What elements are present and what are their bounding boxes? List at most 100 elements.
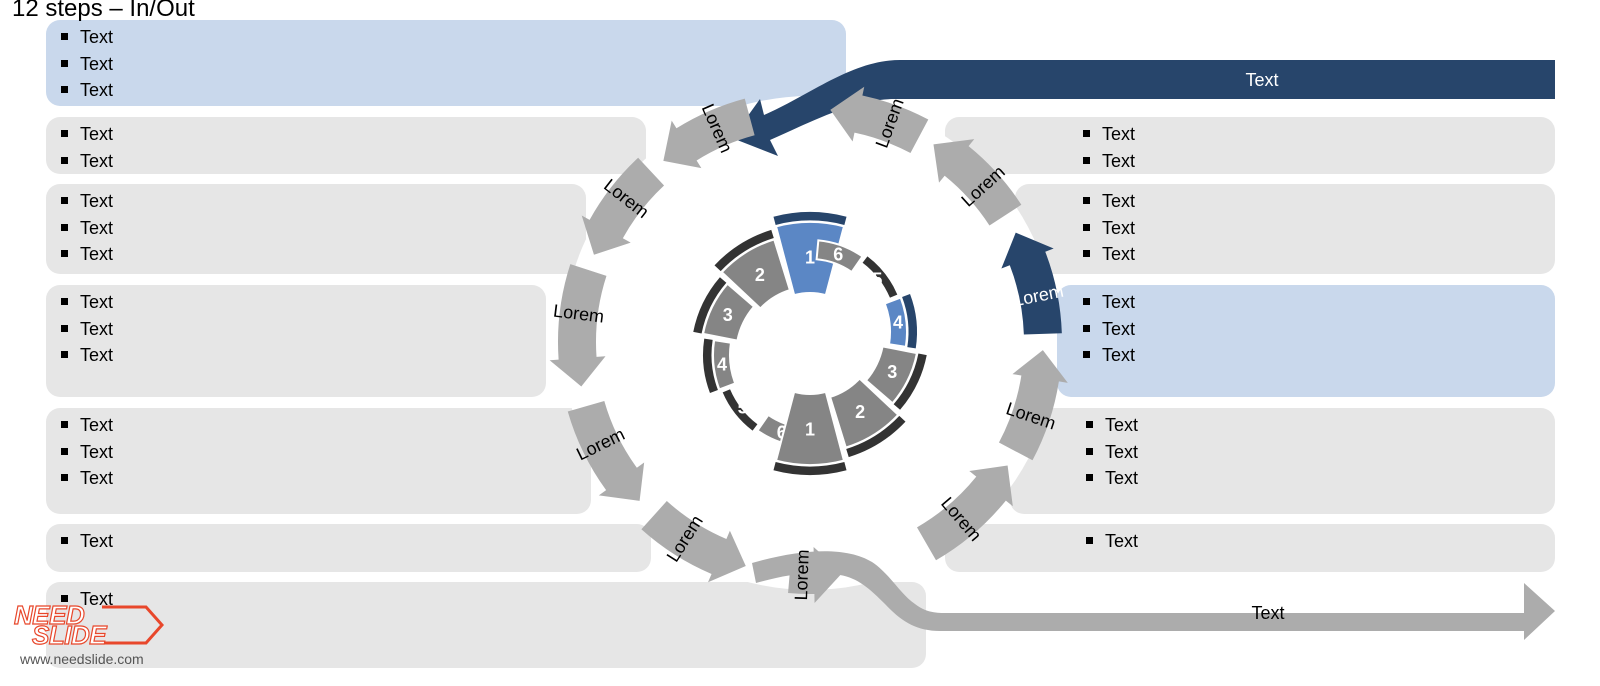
left-wheel: 1 2 3 4 5 6 — [693, 212, 847, 448]
wheel-segment-label: 4 — [893, 313, 903, 333]
bullet-list: Text Text Text — [58, 188, 113, 268]
bullet-list: Text Text — [1080, 121, 1135, 174]
wheel-segment-label: 1 — [805, 248, 815, 268]
bullet-item: Text — [58, 412, 113, 439]
ring-arrow-shape — [788, 546, 843, 603]
bullet-item: Text — [58, 215, 113, 242]
bullet-item: Text — [1080, 316, 1135, 343]
bullet-item: Text — [58, 289, 113, 316]
page-number: 97 — [1562, 658, 1574, 669]
wheel-arc — [862, 256, 898, 298]
bullet-list: Text — [58, 586, 113, 613]
wheel-segment-3 — [864, 345, 919, 405]
bullet-item: Text — [1080, 342, 1135, 369]
wheel-segment-4 — [883, 296, 908, 348]
wheel-arc — [722, 389, 758, 431]
logo-need: NEED — [13, 600, 85, 630]
ring-arrow-8: Lorem — [998, 350, 1068, 461]
wheel-segment-5 — [729, 387, 761, 425]
website-url: www.needslide.com — [20, 651, 144, 667]
wheel-segment-label: 5 — [738, 398, 748, 418]
wheel-arc — [773, 462, 847, 475]
wheel-arc — [693, 277, 727, 334]
bullet-item: Text — [1083, 439, 1138, 466]
wheel-segment-label: 2 — [855, 402, 865, 422]
ring-arrow-shape — [998, 350, 1068, 461]
wheel-arc — [893, 353, 927, 410]
ring-arrow-shape — [830, 86, 929, 154]
bullet-list: Text Text — [58, 121, 113, 174]
wheel-segment-label: 2 — [755, 265, 765, 285]
bullet-item: Text — [58, 51, 113, 78]
wheel-segment-label: 5 — [872, 269, 882, 289]
bullet-item: Text — [1080, 148, 1135, 175]
wheel-arc — [902, 294, 917, 349]
bullet-item: Text — [1083, 412, 1138, 439]
ring-arrow-1: Lorem — [663, 98, 755, 169]
ring-arrow-shape — [933, 139, 1022, 226]
bullet-item: Text — [58, 188, 113, 215]
wheel-segment-5 — [859, 262, 891, 300]
bullet-item: Text — [1083, 528, 1138, 555]
ring-arrow-11: Lorem — [830, 86, 929, 154]
bullet-item: Text — [1080, 121, 1135, 148]
wheel-segment-1 — [774, 390, 846, 466]
left-panel-1: Text Text Text — [46, 20, 846, 106]
ring-arrow-5: Lorem — [641, 501, 746, 583]
wheel-arc — [773, 212, 847, 225]
ring-arrow-shape — [641, 501, 746, 583]
ring-arrow-10: Lorem — [933, 139, 1022, 226]
ring-arrow-label: Lorem — [791, 549, 813, 601]
input-arrow — [732, 60, 1555, 156]
wheel-segment-label: 1 — [805, 420, 815, 440]
bullet-item: Text — [58, 465, 113, 492]
bullet-item: Text — [1080, 241, 1135, 268]
right-panel-3: Text Text Text — [1057, 285, 1555, 397]
bullet-list: Text Text Text — [1080, 289, 1135, 369]
bullet-item: Text — [1083, 465, 1138, 492]
wheel-segment-label: 6 — [833, 244, 843, 264]
bullet-list: Text Text Text — [58, 24, 113, 104]
needslide-logo: NEED SLIDE www.needslide.com — [6, 600, 164, 681]
bullet-list: Text Text Text — [58, 412, 113, 492]
wheel-segment-2 — [828, 377, 900, 449]
wheel-arc — [714, 229, 774, 272]
ring-arrow-4: Lorem — [567, 400, 645, 501]
bullet-list: Text — [1083, 528, 1138, 555]
right-panel-1: Text Text — [945, 117, 1555, 174]
bullet-list: Text Text Text — [1083, 412, 1138, 492]
bullet-item: Text — [58, 148, 113, 175]
logo-chevron — [102, 605, 164, 645]
wheel-segment-label: 3 — [723, 305, 733, 325]
bullet-item: Text — [1080, 215, 1135, 242]
ring-arrow-shape — [567, 400, 645, 501]
left-panel-4: Text Text Text — [46, 285, 546, 397]
wheel-segment-6 — [815, 239, 864, 274]
right-panel-5: Text — [945, 524, 1555, 572]
ring-arrow-shape — [917, 465, 1013, 561]
output-arrow-label: Text — [1251, 603, 1284, 623]
wheel-segment-label: 4 — [717, 354, 727, 374]
left-panel-5: Text Text Text — [46, 408, 591, 514]
wheel-segment-2 — [720, 238, 792, 310]
wheel-arc — [703, 338, 718, 393]
left-panel-3: Text Text Text — [46, 184, 586, 274]
left-panel-2: Text Text — [46, 117, 646, 174]
ring-arrow-shape — [663, 98, 755, 169]
ring-arrow-shape — [581, 157, 665, 255]
ring-arrow-shape — [1001, 232, 1062, 335]
slide-title: 12 steps – In/Out — [12, 0, 195, 22]
ring-arrow-9: Lorem — [1001, 232, 1065, 335]
ring-arrow-shape — [549, 264, 607, 387]
bullet-item: Text — [58, 77, 113, 104]
bullet-item: Text — [58, 316, 113, 343]
bullet-item: Text — [58, 342, 113, 369]
bullet-item: Text — [1080, 188, 1135, 215]
bullet-item: Text — [58, 586, 113, 613]
bullet-item: Text — [58, 24, 113, 51]
ring-arrow-7: Lorem — [917, 465, 1013, 561]
bullet-item: Text — [1080, 289, 1135, 316]
wheel-arc — [846, 415, 906, 458]
